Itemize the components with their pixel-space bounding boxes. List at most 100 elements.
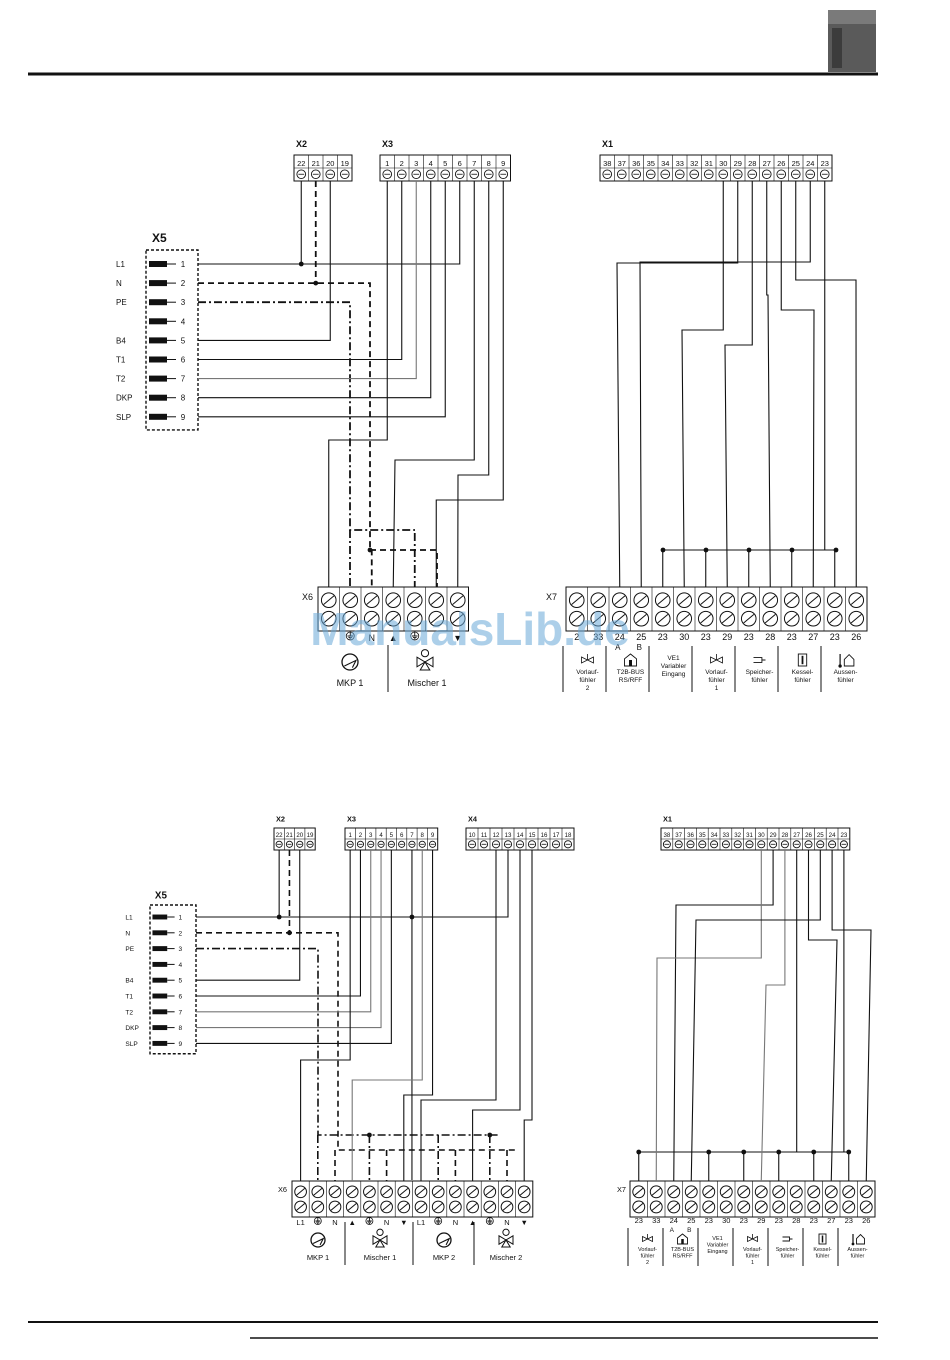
x1-strip-2-terminal-label: 37: [675, 832, 682, 839]
earth-icon: [365, 1217, 374, 1225]
screw-slot: [756, 1203, 766, 1211]
x6-terminal-label: L1: [296, 1218, 304, 1227]
x7-group-label: Aussen-: [834, 669, 858, 676]
wire-x3-8: [351, 850, 423, 1181]
x1-strip-2-terminal-label: 30: [758, 832, 765, 839]
screw-slot: [344, 613, 356, 624]
x1-strip-2-terminal-label: 27: [793, 832, 800, 839]
wire-x3-9: [403, 850, 434, 1181]
screw-slot: [313, 1203, 323, 1211]
x7-group-label: T2B-BUS: [617, 669, 645, 676]
x3-strip-1-terminal-label: 4: [429, 159, 433, 168]
x4-strip-2-terminal-label: 13: [505, 832, 512, 839]
x3-strip-2-terminal-label: 7: [410, 832, 414, 839]
wire-x4-12: [420, 850, 497, 1181]
x6-terminal-label: ▲: [469, 1218, 476, 1227]
x5-pin: [149, 261, 167, 267]
device-label-mischer-1: Mischer 1: [407, 678, 446, 688]
screw-slot: [399, 1187, 409, 1196]
screw-slot: [850, 595, 862, 605]
x6-terminal-label: N: [504, 1218, 509, 1227]
pump-icon: [436, 1232, 452, 1248]
screw-slot: [323, 613, 335, 624]
wire-x1-24: [831, 850, 872, 1182]
x3-strip-2-terminal-label: 5: [390, 832, 394, 839]
screw-slot: [468, 1203, 478, 1211]
screw-slot: [519, 1203, 529, 1211]
screw-slot: [452, 595, 464, 605]
screw-slot: [468, 1187, 478, 1196]
screw-slot: [721, 613, 733, 624]
wire-n: [198, 282, 373, 587]
screw-slot: [807, 595, 819, 605]
wire-x3-1: [300, 850, 351, 1181]
x5-pin-number: 9: [179, 1041, 183, 1048]
bus-terminal-a: A: [615, 643, 621, 652]
x5-pin: [149, 375, 167, 382]
x5-pin-number: 7: [181, 375, 186, 384]
wire-t2: [198, 181, 417, 380]
x7-group-label: fühler: [837, 677, 854, 684]
x7-terminal-number: 27: [808, 632, 818, 642]
screw-slot: [330, 1187, 340, 1196]
x7-group-label: fühler: [708, 677, 725, 684]
x7-terminal-number: 26: [862, 1216, 870, 1225]
x5-pin-label: PE: [125, 946, 134, 953]
screw-slot: [409, 595, 421, 605]
x7-terminal-number: 27: [827, 1216, 835, 1225]
junction-dot: [367, 1132, 372, 1138]
x2-strip-1-terminal-label: 19: [341, 159, 349, 168]
x7-terminal-number: 25: [636, 632, 646, 642]
device-label-mkp-1: MKP 1: [337, 678, 364, 688]
x5-pin-label: L1: [116, 260, 125, 269]
x5-pin-number: 4: [181, 317, 186, 326]
x7-terminal-number: 23: [787, 632, 797, 642]
screw-slot: [764, 595, 776, 605]
x3-strip-1-terminal-label: 5: [443, 159, 447, 168]
x2-strip-2-title: X2: [276, 814, 285, 823]
x5-pin-number: 5: [181, 336, 186, 345]
junction-dot: [313, 280, 319, 286]
x5-pin-label: B4: [125, 978, 133, 985]
x2-strip-1-terminal-label: 22: [297, 159, 305, 168]
wire-x3-1: [328, 181, 388, 587]
x7-group-label: fühler: [579, 677, 596, 684]
wire-x1-27: [766, 181, 771, 588]
x5-pin: [149, 413, 167, 420]
x3-strip-1-terminal-label: 7: [472, 159, 476, 168]
screw-slot: [330, 1203, 340, 1211]
wire-b4: [196, 850, 301, 981]
screw-slot: [571, 595, 583, 605]
earth-icon: [434, 1217, 443, 1225]
device-label-mkp-1: MKP 1: [307, 1253, 329, 1262]
x3-strip-2-title: X3: [347, 814, 356, 823]
screw-slot: [739, 1187, 749, 1196]
flow-sensor-icon: [642, 1234, 653, 1243]
wire-x3-8: [457, 181, 490, 588]
screw-slot: [844, 1187, 854, 1196]
x1-strip-2-terminal-label: 33: [722, 832, 729, 839]
x1-strip-1-title: X1: [602, 139, 613, 149]
screw-slot: [786, 595, 798, 605]
screw-slot: [700, 595, 712, 605]
boiler-sensor-icon: [797, 653, 808, 667]
x7-group-label: fühler: [746, 1254, 760, 1260]
wire-x1-29: [673, 850, 774, 1182]
x5-pin: [149, 318, 167, 325]
x1-strip-2-terminal-label: 32: [734, 832, 741, 839]
x7-strip-2-title: X7: [617, 1185, 626, 1194]
x3-strip-1-title: X3: [382, 139, 393, 149]
x3-strip-2-terminal-label: 2: [359, 832, 363, 839]
wire-pe: [196, 947, 500, 1136]
x6-terminal-label: ▲: [389, 633, 398, 643]
device-label-mkp-2: MKP 2: [433, 1253, 455, 1262]
screw-slot: [382, 1187, 392, 1196]
x5-pin-number: 4: [179, 962, 183, 969]
screw-slot: [614, 595, 626, 605]
x4-strip-2-title: X4: [468, 814, 478, 823]
screw-slot: [416, 1203, 426, 1211]
x1-strip-2-terminal-label: 25: [817, 832, 824, 839]
x7-group-label: fühler: [751, 677, 768, 684]
